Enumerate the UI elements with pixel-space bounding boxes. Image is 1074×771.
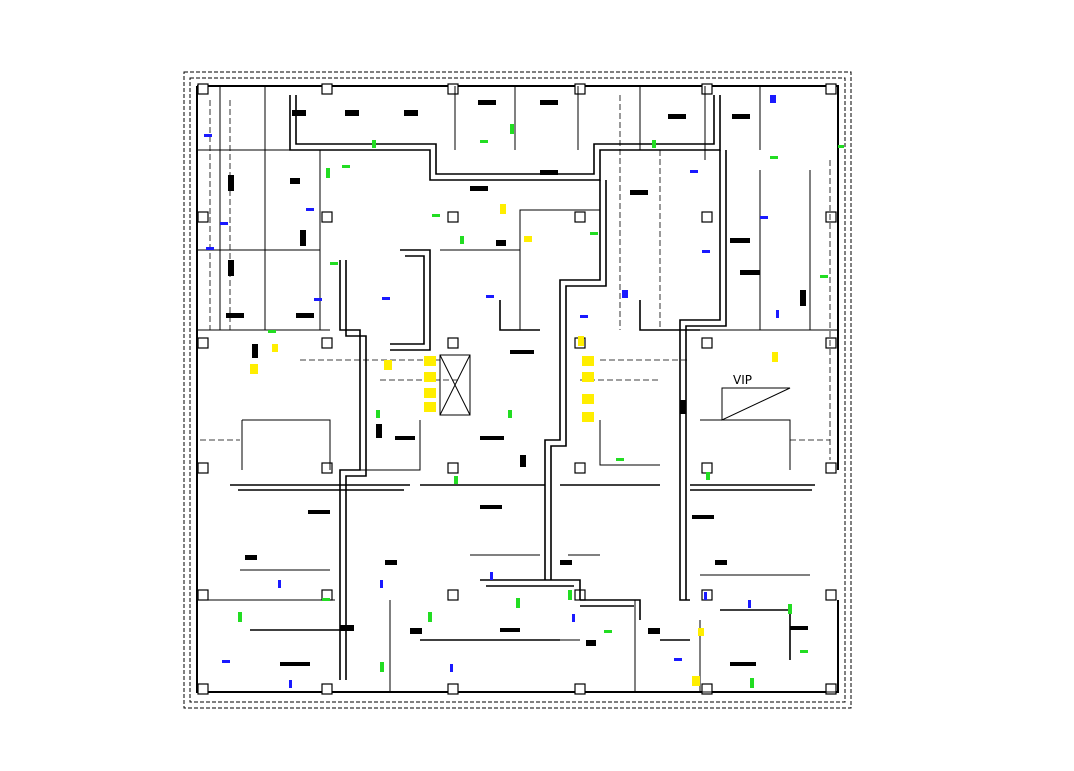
supply-duct-runs	[230, 95, 815, 680]
outer-boundary	[183, 71, 852, 709]
exterior-wall	[196, 85, 839, 693]
structural-columns	[197, 83, 837, 695]
inner-boundary	[189, 77, 846, 703]
size-tags-green	[238, 124, 844, 688]
room-label-vip: VIP	[733, 373, 752, 387]
size-tags-blue	[204, 95, 779, 688]
size-tags-yellow	[250, 204, 778, 686]
pipe-runs	[200, 95, 831, 460]
partition-walls	[197, 86, 838, 693]
fan-coil-units	[226, 100, 808, 666]
